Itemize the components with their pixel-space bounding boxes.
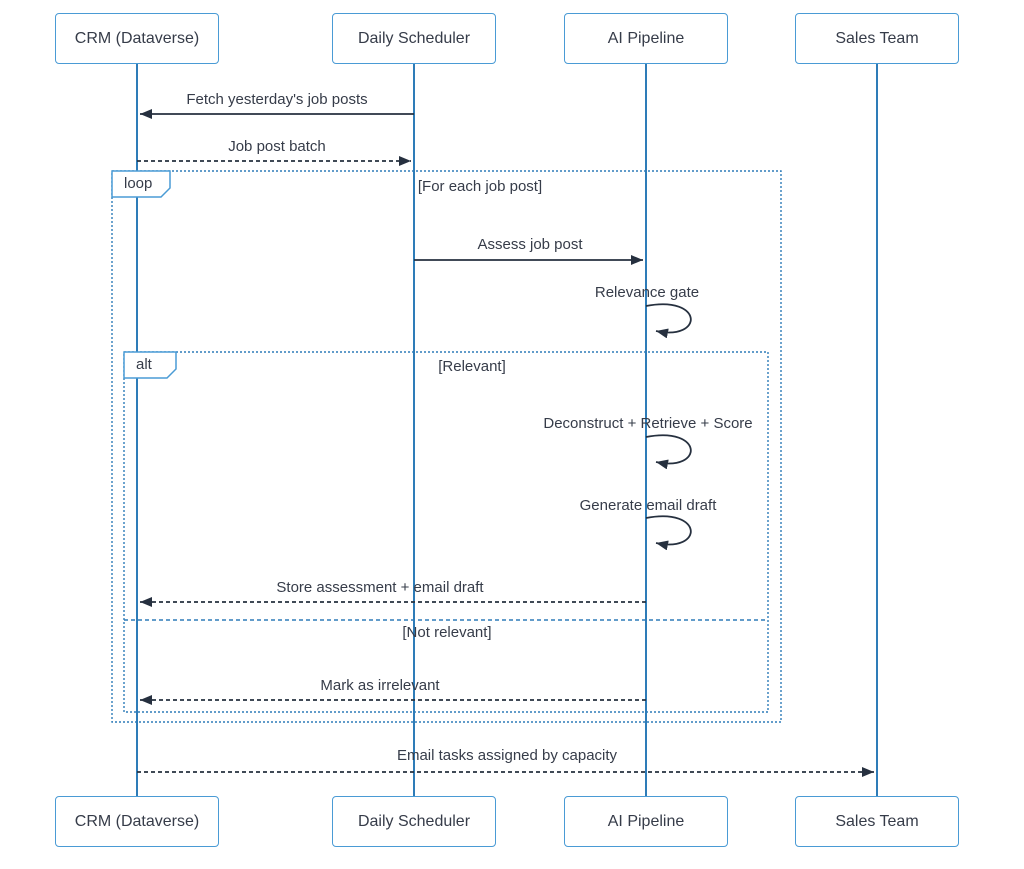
loop-frame [111,170,782,723]
actor-label-crm: CRM (Dataverse) [74,812,200,830]
self-arrow-deconstruct [645,434,692,470]
message-label-deconstruct: Deconstruct + Retrieve + Score [543,415,753,432]
message-label-store: Store assessment + email draft [276,579,484,596]
actor-label-scheduler: Daily Scheduler [357,29,471,47]
actor-box-scheduler-top: Daily Scheduler [332,13,496,64]
actor-box-crm-top: CRM (Dataverse) [55,13,219,64]
loop-label: loop [124,175,153,192]
actor-box-ai-bottom: AI Pipeline [564,796,728,847]
actor-box-ai-top: AI Pipeline [564,13,728,64]
actor-box-sales-bottom: Sales Team [795,796,959,847]
message-label-batch: Job post batch [228,138,326,155]
message-label-email-tasks: Email tasks assigned by capacity [396,747,618,764]
actor-label-ai: AI Pipeline [607,812,685,830]
alt-condition-relevant: [Relevant] [438,358,506,375]
actor-label-ai: AI Pipeline [607,29,685,47]
message-label-assess: Assess job post [477,236,583,253]
actor-label-sales: Sales Team [835,812,919,830]
actor-box-sales-top: Sales Team [795,13,959,64]
actor-label-scheduler: Daily Scheduler [357,812,471,830]
self-arrow-relevance-gate [645,303,692,339]
loop-condition: [For each job post] [417,178,543,195]
message-label-mark-irrelevant: Mark as irrelevant [320,677,440,694]
actor-label-crm: CRM (Dataverse) [74,29,200,47]
alt-frame [123,351,769,713]
actor-box-scheduler-bottom: Daily Scheduler [332,796,496,847]
alt-condition-not-relevant: [Not relevant] [402,624,492,641]
actor-label-sales: Sales Team [835,29,919,47]
loop-label-shape [111,170,171,198]
message-label-fetch: Fetch yesterday's job posts [186,91,368,108]
self-arrow-generate-draft [645,515,692,551]
alt-label: alt [136,356,152,373]
actor-box-crm-bottom: CRM (Dataverse) [55,796,219,847]
alt-label-shape [123,351,177,379]
message-label-generate-draft: Generate email draft [579,497,717,514]
message-label-relevance-gate: Relevance gate [594,284,700,301]
